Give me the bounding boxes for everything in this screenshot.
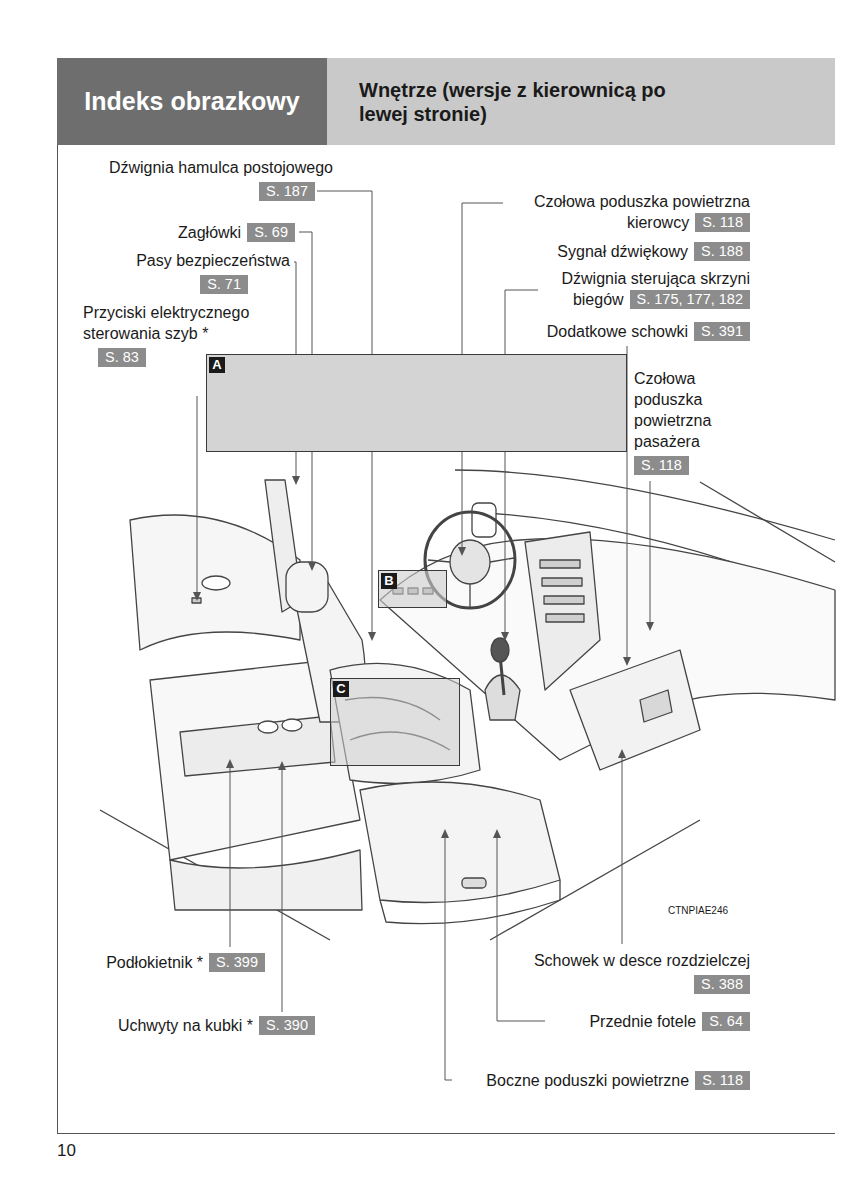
callout-label: Przednie fotele S. 64: [490, 1011, 750, 1032]
header-text: Wnętrze (wersje z kierownicą po lewej st…: [359, 78, 719, 126]
arrowheads: [193, 476, 654, 838]
page-reference: S. 399: [209, 953, 265, 972]
part-name: Pasy bezpieczeństwa: [136, 252, 290, 269]
page-reference: S. 118: [695, 213, 750, 232]
page-number: 10: [57, 1141, 76, 1161]
page-reference: S. 390: [259, 1016, 315, 1035]
figure-code: CTNPIAE246: [668, 905, 728, 916]
part-name: Sygnał dźwiękowy: [557, 243, 688, 260]
page-reference: S. 391: [694, 322, 750, 341]
box-letter: A: [209, 357, 225, 373]
callout-label: Czołowa poduszka powietrzna kierowcyS. 1…: [510, 191, 750, 233]
page-reference: S. 175, 177, 182: [630, 290, 750, 309]
part-name: Zagłówki: [178, 224, 241, 241]
page-reference: S. 188: [694, 242, 750, 261]
callout-label: Schowek w desce rozdzielczej S. 388: [490, 950, 750, 994]
page-reference: S. 83: [98, 348, 146, 367]
page-frame: [57, 1133, 835, 1134]
car-interior: [100, 470, 835, 940]
detail-box: A: [206, 354, 627, 452]
page-reference: S. 118: [695, 1071, 750, 1090]
header-text: Indeks obrazkowy: [84, 87, 299, 116]
detail-box: B: [378, 570, 447, 608]
part-name: Uchwyty na kubki *: [118, 1017, 253, 1034]
callout-label: Uchwyty na kubki * S. 390: [55, 1015, 315, 1036]
part-name: Schowek w desce rozdzielczej: [534, 952, 750, 969]
callout-label: Boczne poduszki powietrzne S. 118: [430, 1070, 750, 1091]
part-name: Podłokietnik *: [106, 954, 203, 971]
page-reference: S. 64: [702, 1012, 750, 1031]
page-reference: S. 71: [200, 275, 248, 294]
part-name: Dźwignia hamulca postojowego: [109, 159, 333, 176]
box-letter: C: [333, 681, 349, 697]
header-band: Wnętrze (wersje z kierownicą po lewej st…: [327, 58, 835, 145]
callout-label: Czołowa poduszka powietrzna pasażera S. 1…: [634, 368, 744, 475]
callout-label: Sygnał dźwiękowy S. 188: [510, 241, 750, 262]
page-reference: S. 388: [694, 975, 750, 994]
callout-label: Pasy bezpieczeństwa S. 71: [60, 250, 290, 294]
callout-label: Dźwignia sterująca skrzyni biegówS. 175,…: [520, 268, 750, 310]
callout-label: Zagłówki S. 69: [135, 222, 295, 243]
part-name: Przyciski elektrycznego sterowania szyb …: [83, 304, 249, 342]
detail-box: C: [330, 678, 460, 766]
box-letter: B: [381, 573, 397, 589]
page-frame: [57, 58, 58, 1133]
part-name: Boczne poduszki powietrzne: [486, 1072, 689, 1089]
page-reference: S. 118: [634, 456, 689, 475]
page-reference: S. 69: [247, 223, 295, 242]
part-name: Czołowa poduszka powietrzna pasażera: [634, 370, 711, 450]
part-name: Przednie fotele: [589, 1013, 696, 1030]
page-reference: S. 187: [259, 182, 315, 201]
callout-label: Dźwignia hamulca postojowego S. 187: [53, 157, 333, 201]
header-band: Indeks obrazkowy: [57, 58, 327, 145]
part-name: Dodatkowe schowki: [547, 323, 688, 340]
callout-label: Dodatkowe schowki S. 391: [510, 321, 750, 342]
callout-label: Podłokietnik * S. 399: [55, 952, 265, 973]
